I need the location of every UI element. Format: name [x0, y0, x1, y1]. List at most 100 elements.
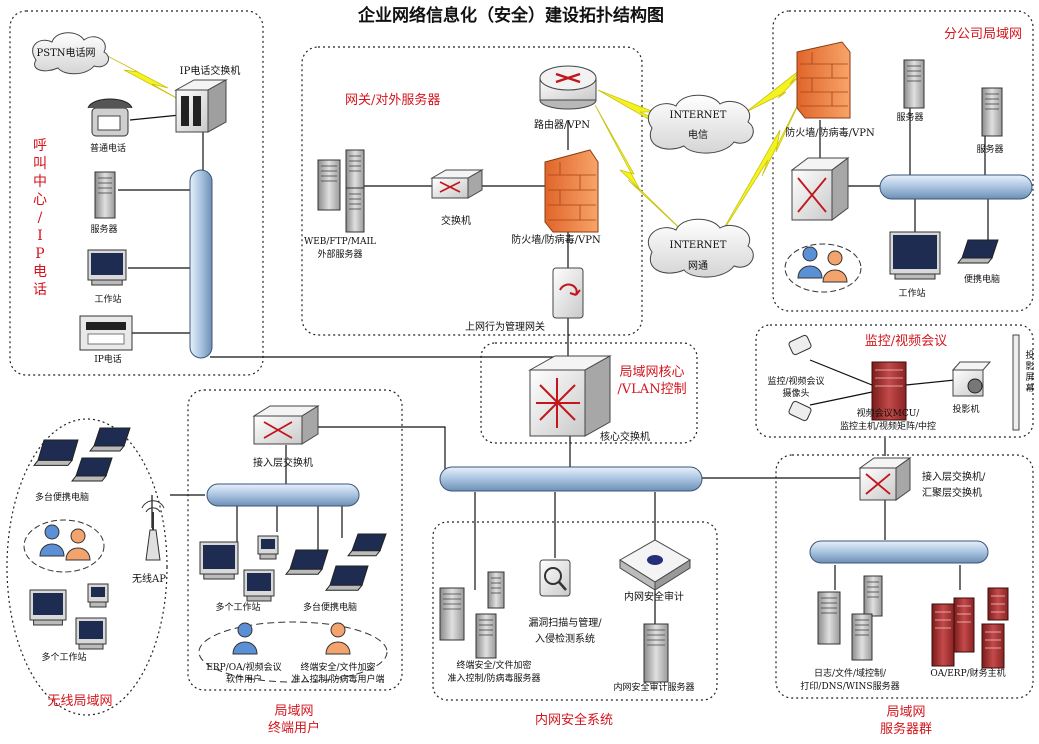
zone-branch	[772, 10, 1034, 312]
zone-label-gateway: 网关/对外服务器	[345, 92, 440, 108]
server-icon	[817, 591, 841, 645]
core-switch-icon	[528, 355, 612, 437]
vulnerability-scanner-icon	[539, 559, 571, 597]
laptop-icon	[346, 533, 387, 557]
server-icon	[317, 159, 341, 211]
label-router: 路由器/VPN	[534, 118, 590, 131]
server-icon	[345, 149, 365, 195]
zone-label-branch: 分公司局域网	[944, 27, 1022, 42]
server-bus	[809, 540, 989, 564]
call-center-bus	[189, 169, 213, 359]
audit-device-icon	[619, 539, 691, 591]
label-sec-users-1: 终端安全/文件加密	[300, 661, 375, 673]
zone-video	[755, 324, 1034, 438]
router	[539, 65, 597, 110]
label-oa-hosts: OA/ERP/财务主机	[930, 667, 1005, 679]
label-external-servers-2: 外部服务器	[317, 248, 362, 260]
label-erp-users-2: 软件用户	[226, 673, 262, 685]
zone-label-wireless: 无线局域网	[47, 694, 112, 709]
zone-core	[480, 342, 698, 444]
workstation-icon	[243, 569, 275, 602]
red-server-icon	[987, 587, 1009, 621]
server-icon	[903, 59, 925, 109]
workstation-icon	[257, 535, 279, 560]
label-screen: 投影屏幕	[1025, 349, 1034, 394]
label-external-servers-1: WEB/FTP/MAIL	[304, 237, 376, 247]
device-labels: PSTN电话网IP电话交换机普通电话服务器工作站IP电话路由器/VPNINTER…	[35, 46, 1035, 693]
label-branch-workstation: 工作站	[898, 287, 925, 299]
ip-phone-switch-icon	[174, 79, 228, 133]
label-log-servers-2: 打印/DNS/WINS服务器	[800, 680, 899, 692]
server-icons	[94, 59, 1003, 683]
server-icon	[439, 587, 465, 641]
zone-call-center	[9, 10, 264, 376]
workstation-icon	[889, 231, 941, 280]
zone-label-core: 局域网核心/VLAN控制	[617, 365, 686, 397]
label-audit-server: 内网安全审计服务器	[613, 681, 694, 693]
label-log-servers-1: 日志/文件/域控制/	[814, 667, 887, 679]
user-icon	[797, 246, 823, 279]
label-ip-phone: IP电话	[94, 353, 122, 365]
network-links	[118, 108, 989, 625]
access-switch-icon	[252, 405, 320, 445]
server-icon	[851, 613, 873, 661]
user-icon	[39, 524, 65, 557]
projection-screen-icon	[1012, 334, 1020, 431]
red-server-icons	[871, 361, 1009, 669]
laptop-icon	[32, 439, 79, 466]
label-branch-server-1: 服务器	[896, 111, 923, 123]
label-gw-switch: 交换机	[441, 214, 471, 227]
label-core-switch: 核心交换机	[600, 430, 650, 443]
label-wireless-ap: 无线AP	[132, 572, 166, 585]
label-access-switch: 接入层交换机	[253, 456, 313, 469]
laptop-icon	[324, 565, 369, 591]
branch-bus	[879, 174, 1033, 200]
branch-switch-icon	[790, 157, 850, 221]
label-agg-switch-1: 接入层交换机/	[922, 470, 986, 483]
workstation-icon	[75, 617, 107, 650]
server-icon	[345, 187, 365, 233]
core-bus	[439, 466, 703, 492]
server-icon	[94, 171, 116, 219]
laptop-icons	[32, 239, 999, 591]
user-icon	[232, 622, 258, 655]
user-icon	[822, 250, 848, 283]
zone-label-lan-users: 局域网终端用户	[268, 704, 320, 736]
workstation-icon	[29, 589, 67, 626]
lan-users-group	[198, 621, 388, 683]
red-server-icon	[931, 603, 955, 667]
desk-phone-icon	[87, 98, 133, 137]
zone-label-video: 监控/视频会议	[865, 334, 947, 349]
label-branch-laptop: 便携电脑	[964, 273, 1000, 285]
gateway-switch	[430, 169, 484, 199]
laptop-icon	[284, 549, 329, 575]
branch-firewall	[796, 41, 851, 119]
gateway-firewall	[544, 149, 599, 233]
zone-lan-users	[187, 389, 403, 691]
server-icon	[475, 613, 497, 659]
server-icon	[643, 623, 669, 683]
red-server-icon	[953, 597, 975, 653]
red-server-icon	[871, 361, 907, 421]
label-internet-telecom-1: INTERNET	[670, 110, 727, 121]
label-agg-switch-2: 汇聚层交换机	[922, 486, 982, 499]
user-icon	[325, 622, 351, 655]
label-multi-ws: 多个工作站	[215, 601, 260, 613]
laptop-icon	[88, 427, 131, 452]
label-mcu-1: 视频会议MCU/	[857, 407, 921, 419]
label-erp-users-1: ERP/OA/视频会议	[206, 661, 281, 673]
label-vuln-scan-2: 入侵检测系统	[535, 632, 595, 645]
label-gw-firewall: 防火墙/防病毒/VPN	[511, 233, 601, 246]
label-cc-server: 服务器	[90, 223, 117, 235]
ip-phone-device-icon	[79, 315, 133, 351]
label-ip-switch: IP电话交换机	[180, 64, 241, 77]
label-endpoint-servers-2: 准入控制/防病毒服务器	[447, 672, 540, 684]
access-bus	[206, 483, 360, 507]
branch-users-group	[784, 243, 862, 293]
label-multi-ws-wireless: 多个工作站	[41, 651, 86, 663]
laptop-icon	[956, 239, 999, 264]
label-pstn: PSTN电话网	[37, 46, 96, 59]
